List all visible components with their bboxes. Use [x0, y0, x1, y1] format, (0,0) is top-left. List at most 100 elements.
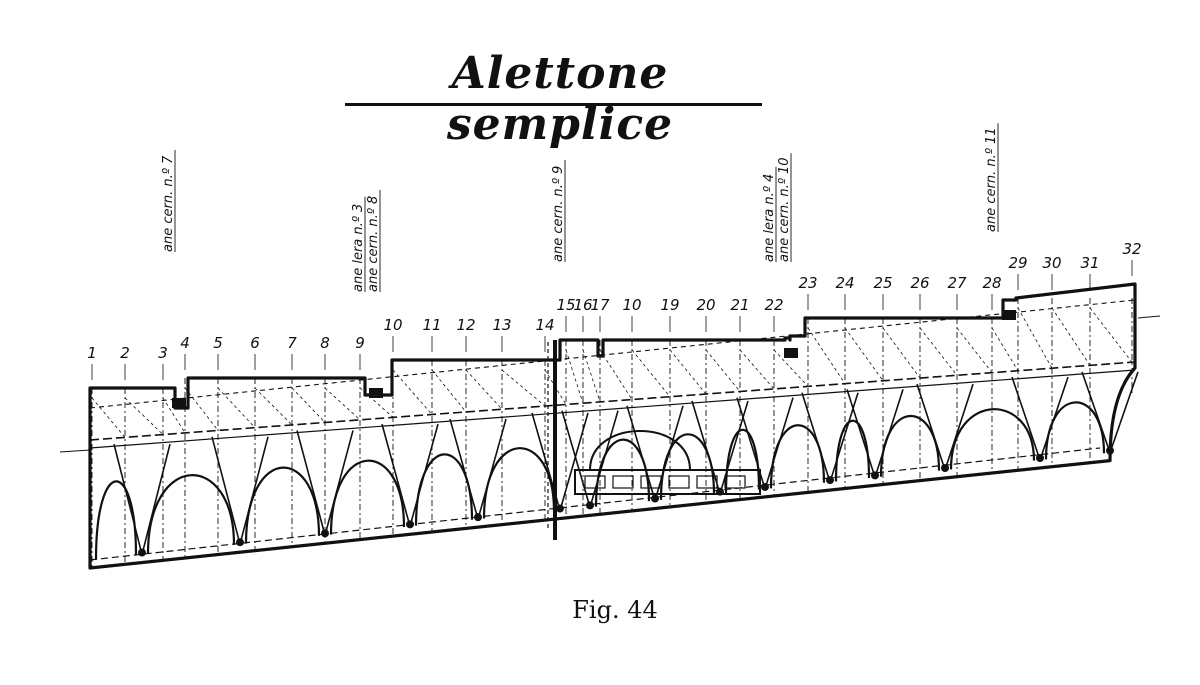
- balance-cell: [612, 475, 634, 489]
- truss-joint: [556, 504, 564, 513]
- truss-diagonal: [654, 405, 684, 501]
- upper-stringer: [89, 299, 1136, 409]
- bracing-line: [1017, 307, 1053, 369]
- truss-diagonal: [239, 436, 269, 545]
- lightening-arch: [949, 408, 1036, 470]
- aileron-outline: [88, 282, 1137, 570]
- truss-joint: [406, 520, 414, 529]
- lightening-arch: [724, 428, 761, 494]
- hinge-fitting: [369, 388, 383, 398]
- balance-cell: [696, 475, 718, 489]
- truss-diagonal: [296, 430, 326, 536]
- bracing-line: [184, 387, 219, 431]
- hinge-fitting: [784, 348, 798, 358]
- spar-line-lower: [89, 369, 1136, 449]
- truss-joint: [826, 476, 834, 485]
- rib-label: 26: [910, 274, 929, 292]
- bracing-line: [991, 327, 1019, 371]
- rib-label: 10: [383, 316, 402, 334]
- truss-diagonal: [449, 418, 479, 520]
- lightening-arch: [94, 480, 138, 560]
- rib-label: 13: [492, 316, 511, 334]
- bracing-line: [392, 369, 433, 415]
- bracing-line: [631, 349, 671, 397]
- balance-box: [574, 469, 761, 495]
- hinge-note: ane cern. n.º 11: [984, 127, 999, 232]
- truss-diagonal: [381, 423, 411, 527]
- truss-diagonal: [829, 392, 859, 483]
- hinge-note: ane cern. n.º 8: [366, 196, 381, 292]
- truss-diagonal: [944, 383, 974, 471]
- rib-label: 4: [180, 334, 190, 352]
- bracing-line: [882, 327, 921, 379]
- rib-label: 28: [982, 274, 1001, 292]
- rib-label: 20: [696, 296, 715, 314]
- truss-joint: [1036, 454, 1044, 462]
- hinge-fitting: [172, 398, 186, 408]
- bracing-line: [124, 397, 164, 435]
- rib-label: 3: [158, 344, 168, 362]
- truss-diagonal: [846, 389, 876, 478]
- truss-joint: [871, 471, 879, 480]
- bracing-line: [844, 327, 884, 382]
- truss-diagonal: [113, 443, 143, 555]
- rib-label: 32: [1122, 240, 1141, 258]
- bracing-line: [669, 349, 707, 395]
- truss-diagonal: [719, 400, 749, 494]
- aileron-structure: [59, 282, 1161, 570]
- hinge-note: ane cern. n.º 10: [777, 157, 792, 262]
- rib-label: 19: [660, 296, 679, 314]
- rib-label: 29: [1008, 254, 1027, 272]
- lightening-arch: [834, 419, 871, 482]
- bracing-line: [254, 387, 293, 426]
- bracing-line: [544, 369, 567, 405]
- rib-label: 22: [764, 296, 783, 314]
- rib-label: 16: [573, 296, 592, 314]
- rib-label: 5: [213, 334, 223, 352]
- truss-diagonal: [589, 410, 619, 508]
- truss-joint: [474, 513, 482, 522]
- truss-diagonal: [626, 405, 656, 501]
- bracing-line: [1089, 307, 1133, 363]
- truss-joint: [941, 464, 949, 472]
- truss-diagonal: [211, 436, 241, 545]
- bracing-line: [162, 397, 186, 434]
- balance-cell: [640, 475, 662, 489]
- balance-cell: [584, 475, 606, 489]
- bracing-line: [919, 327, 958, 376]
- rib-label: 9: [355, 334, 365, 352]
- rib-label: 25: [873, 274, 892, 292]
- bracing-line: [431, 369, 467, 413]
- truss-joint: [1106, 446, 1114, 455]
- bracing-line: [91, 397, 126, 438]
- hinge-note: ane lera n.º 4: [762, 174, 777, 262]
- hinge-note: ane lera n.º 3: [351, 204, 366, 292]
- bracing-line: [324, 387, 361, 421]
- bracing-line: [217, 387, 256, 428]
- truss-joint: [138, 548, 146, 557]
- bracing-line: [359, 387, 394, 418]
- lightening-arch: [594, 438, 651, 507]
- rib-label: 6: [250, 334, 260, 352]
- truss-diagonal: [1109, 371, 1139, 453]
- lightening-arch: [589, 430, 691, 471]
- rib-label: 11: [422, 316, 441, 334]
- truss-diagonal: [324, 430, 354, 536]
- truss-diagonal: [561, 410, 591, 508]
- title-underline: [345, 103, 762, 106]
- bracing-line: [1051, 307, 1091, 366]
- bracing-line: [956, 327, 993, 373]
- truss-diagonal: [559, 412, 589, 511]
- truss-diagonal: [1011, 376, 1041, 461]
- truss-diagonal: [1081, 371, 1111, 453]
- truss-diagonal: [916, 383, 946, 471]
- truss-diagonal: [477, 418, 507, 520]
- rib-label: 23: [798, 274, 817, 292]
- truss-diagonal: [409, 423, 439, 527]
- bracing-line: [582, 349, 601, 403]
- truss-joint: [236, 538, 244, 547]
- hinge-fitting: [1002, 310, 1016, 320]
